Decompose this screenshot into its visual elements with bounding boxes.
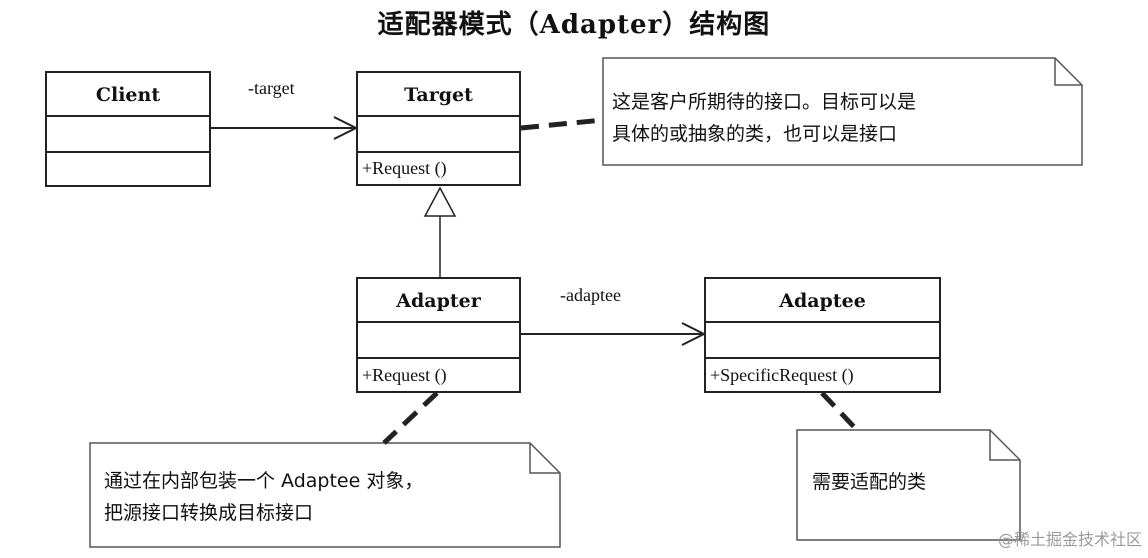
adapter-note-anchor (382, 391, 439, 445)
diagram-title: 适配器模式（Adapter）结构图 (377, 10, 771, 40)
target-note-line: 这是客户所期待的接口。目标可以是 (612, 91, 917, 113)
target-operations: +Request () (362, 158, 447, 178)
adaptee-attributes (706, 323, 939, 359)
adaptee-note-anchor (820, 391, 859, 432)
target-role-label: -target (248, 78, 295, 98)
adapter-class-name: Adapter (358, 279, 519, 323)
adapter-note-line: 把源接口转换成目标接口 (104, 502, 314, 524)
target-class: Target +Request () (356, 71, 521, 186)
adaptee-class: Adaptee +SpecificRequest () (704, 277, 941, 393)
adaptee-note-shape (796, 429, 1021, 541)
adapter-note: 通过在内部包装一个 Adaptee 对象， 把源接口转换成目标接口 (104, 465, 423, 529)
adaptee-note: 需要适配的类 (812, 466, 926, 498)
target-note-line: 具体的或抽象的类，也可以是接口 (612, 123, 898, 145)
watermark: @稀土掘金技术社区 (997, 530, 1142, 549)
generalization-triangle (423, 186, 457, 217)
adaptee-role-label: -adaptee (560, 285, 621, 305)
target-note-shape (602, 57, 1083, 166)
adapter-attributes (358, 323, 519, 359)
client-attributes (47, 117, 209, 153)
adapter-note-shape (89, 442, 561, 548)
client-operations (47, 153, 209, 185)
adapter-operations: +Request () (362, 365, 447, 385)
adaptee-note-line: 需要适配的类 (812, 471, 927, 493)
client-class: Client (45, 71, 211, 187)
adapter-class: Adapter +Request () (356, 277, 521, 393)
target-attributes (358, 117, 519, 153)
adapter-note-line: 通过在内部包装一个 Adaptee 对象， (104, 470, 424, 492)
target-class-name: Target (358, 73, 519, 117)
client-class-name: Client (47, 73, 209, 117)
target-note-anchor (520, 117, 604, 131)
adaptee-operations: +SpecificRequest () (710, 365, 854, 385)
target-note: 这是客户所期待的接口。目标可以是 具体的或抽象的类，也可以是接口 (612, 86, 916, 150)
adaptee-class-name: Adaptee (706, 279, 939, 323)
